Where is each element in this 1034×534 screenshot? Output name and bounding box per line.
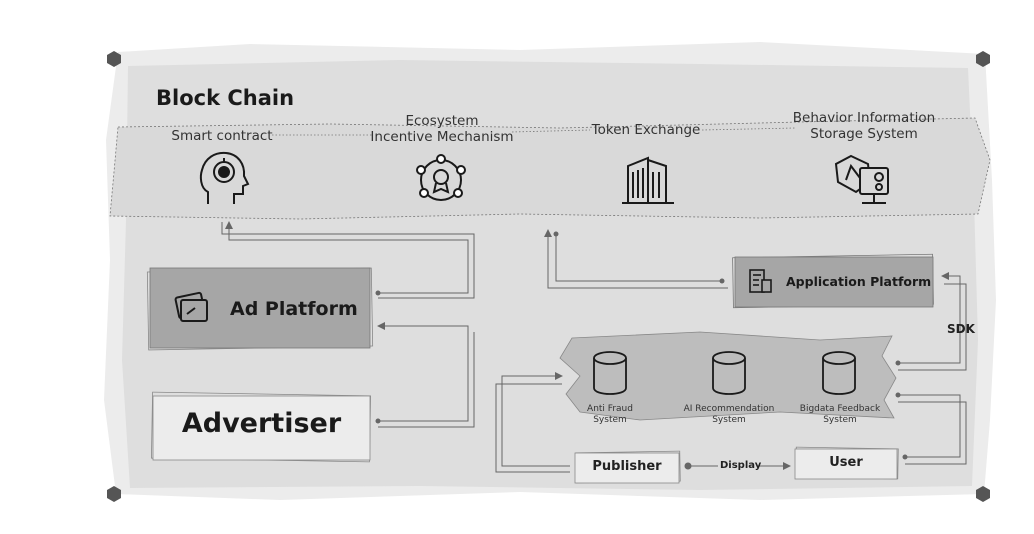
app-building-icon	[749, 269, 772, 293]
advertiser-box	[152, 395, 371, 461]
system-anti-fraud: Anti Fraud System	[570, 404, 650, 426]
cards-icon	[174, 291, 208, 322]
chain-item-token-exchange: Token Exchange	[584, 122, 708, 138]
database-icon	[712, 351, 746, 395]
blockchain-band	[109, 117, 991, 220]
chain-item-line: Incentive Mechanism	[370, 129, 514, 145]
chain-item-line: Token Exchange	[591, 122, 701, 138]
system-line: AI Recommendation	[683, 404, 775, 414]
chain-item-line: Smart contract	[171, 128, 273, 144]
application-platform-label: Application Platform	[786, 274, 932, 289]
head-target-icon	[199, 151, 250, 204]
chain-item-line: Ecosystem	[405, 113, 479, 129]
corner-marker	[976, 486, 990, 502]
chain-item-line: Storage System	[810, 126, 918, 142]
publisher-label: Publisher	[592, 459, 662, 474]
system-ai-recommendation: AI Recommendation System	[679, 404, 779, 426]
chain-item-smart-contract: Smart contract	[160, 128, 284, 144]
chain-item-line: Behavior Information	[792, 110, 936, 126]
system-line: System	[712, 415, 746, 425]
corner-marker	[107, 51, 121, 67]
advertiser-label: Advertiser	[181, 408, 342, 439]
system-line: Bigdata Feedback	[799, 404, 881, 414]
system-line: System	[593, 415, 627, 425]
system-line: Anti Fraud	[587, 404, 633, 414]
chain-item-ecosystem: Ecosystem Incentive Mechanism	[362, 113, 522, 145]
chain-item-behavior-storage: Behavior Information Storage System	[786, 110, 942, 142]
diagram-title: Block Chain	[156, 86, 295, 110]
connector-dots	[375, 231, 908, 470]
user-box	[794, 448, 898, 480]
system-bigdata-feedback: Bigdata Feedback System	[794, 404, 886, 426]
chain-link-line	[701, 127, 796, 131]
ad-platform-label: Ad Platform	[230, 298, 358, 320]
publisher-box	[574, 452, 680, 484]
corner-marker	[976, 51, 990, 67]
diamond-monitor-icon	[834, 154, 889, 204]
display-label: Display	[720, 460, 762, 471]
user-label: User	[829, 455, 863, 470]
building-icon	[622, 156, 674, 204]
network-award-icon	[416, 154, 466, 201]
database-icon	[593, 351, 627, 395]
database-icon	[822, 351, 856, 395]
system-line: System	[823, 415, 857, 425]
chain-link-line	[511, 129, 591, 133]
connectors	[221, 221, 967, 473]
corner-marker	[107, 486, 121, 502]
sdk-label: SDK	[947, 322, 975, 336]
